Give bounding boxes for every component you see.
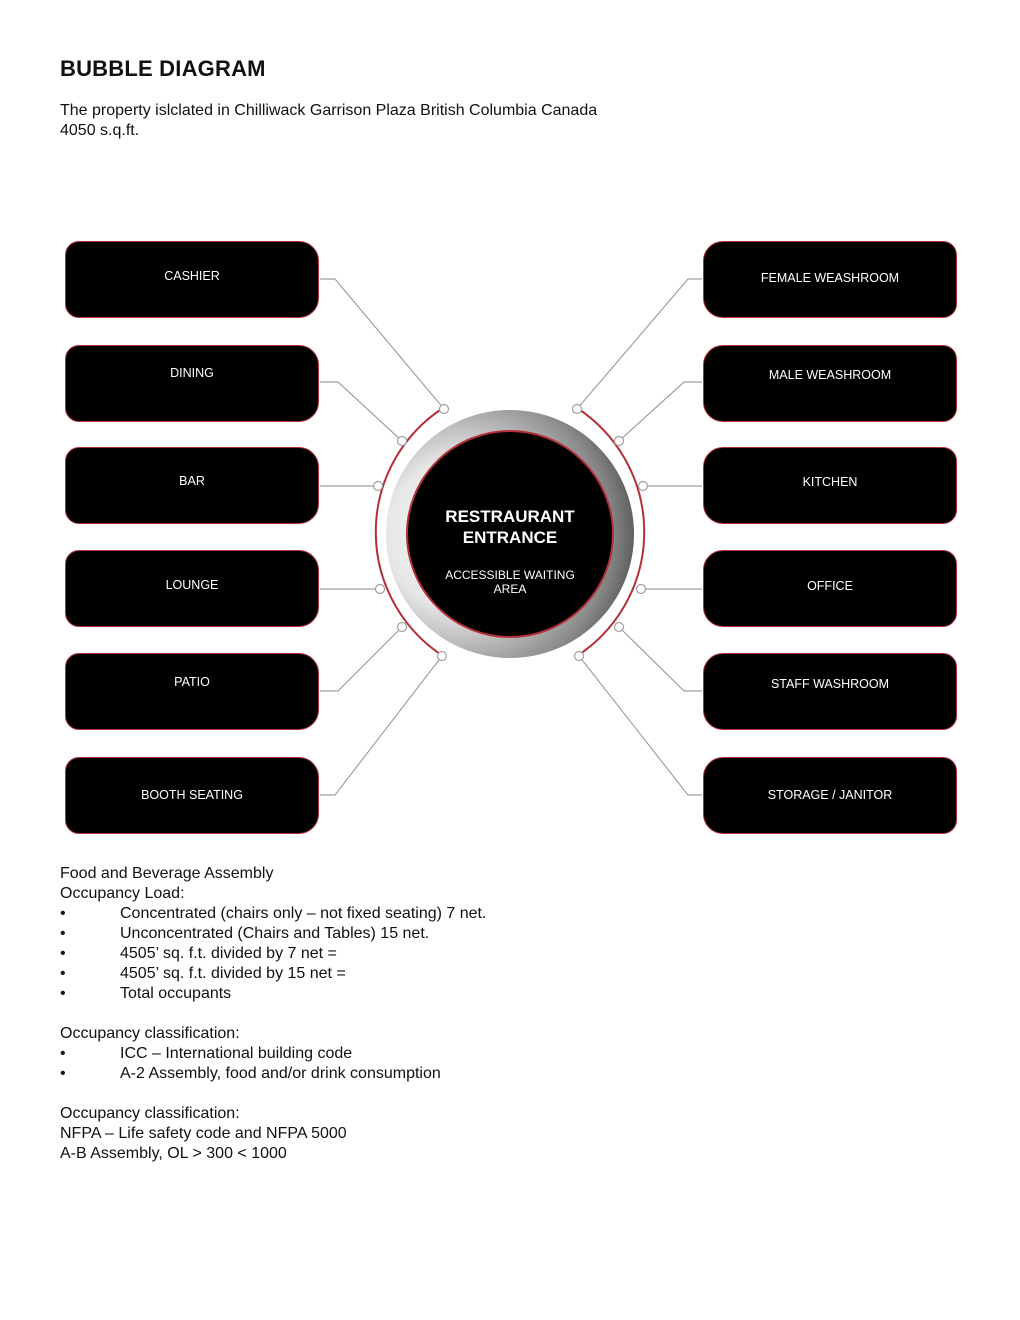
list-item-text: Unconcentrated (Chairs and Tables) 15 ne…	[120, 925, 430, 942]
connector-male-washroom	[618, 381, 702, 442]
space-label: STAFF WASHROOM	[770, 677, 890, 691]
hub-title: RESTRAURANT ENTRANCE	[408, 506, 612, 548]
space-label: MALE WEASHROOM	[768, 368, 892, 382]
connector-female-washroom	[576, 278, 702, 410]
bullet: •	[60, 905, 66, 922]
space-label: BOOTH SEATING	[141, 788, 243, 802]
list-item: • 4505’ sq. f.t. divided by 15 net =	[60, 964, 486, 984]
list-item-text: Concentrated (chairs only – not fixed se…	[120, 905, 487, 922]
space-box-office: OFFICE	[703, 550, 957, 627]
connector-dining	[320, 381, 403, 442]
classification-heading: Occupancy classification:	[60, 1105, 240, 1122]
right-arc	[576, 407, 646, 657]
list-item: • Unconcentrated (Chairs and Tables) 15 n…	[60, 924, 486, 944]
space-label: FEMALE WEASHROOM	[760, 271, 900, 285]
space-box-booth-seating: BOOTH SEATING	[65, 757, 319, 834]
node-lounge	[374, 583, 386, 595]
connector-booth-seating	[320, 655, 443, 796]
list-item: • A-2 Assembly, food and/or drink consump…	[60, 1064, 486, 1084]
space-label: PATIO	[174, 675, 210, 689]
connector-staff-washroom	[618, 626, 702, 692]
node-patio	[396, 621, 408, 633]
occupancy-load-heading: Occupancy Load:	[60, 885, 185, 902]
intro-area: 4050 s.q.ft.	[60, 122, 140, 139]
node-kitchen	[637, 480, 649, 492]
space-box-lounge: LOUNGE	[65, 550, 319, 627]
node-dining	[396, 435, 408, 447]
space-label: OFFICE	[807, 579, 853, 593]
bullet: •	[60, 1045, 66, 1062]
space-box-storage-janitor: STORAGE / JANITOR	[703, 757, 957, 834]
space-box-cashier: CASHIER	[65, 241, 319, 318]
hub-subtitle-line2: AREA	[493, 582, 527, 596]
list-item: • Concentrated (chairs only – not fixed s…	[60, 904, 486, 924]
node-bar	[372, 480, 384, 492]
space-box-staff-washroom: STAFF WASHROOM	[703, 653, 957, 730]
node-office	[635, 583, 647, 595]
bullet: •	[60, 1065, 66, 1082]
space-label: STORAGE / JANITOR	[767, 788, 893, 802]
bullet: •	[60, 965, 66, 982]
list-item-text: Total occupants	[120, 985, 232, 1002]
hub-title-line2: ENTRANCE	[462, 528, 558, 547]
space-box-patio: PATIO	[65, 653, 319, 730]
connector-storage-janitor	[578, 655, 702, 796]
node-booth-seating	[436, 650, 448, 662]
list-item: • ICC – International building code	[60, 1044, 486, 1064]
hub-title-line1: RESTRAURANT	[445, 507, 575, 526]
node-staff-washroom	[613, 621, 625, 633]
bullet: •	[60, 945, 66, 962]
entrance-hub: RESTRAURANT ENTRANCE ACCESSIBLE WAITING …	[386, 410, 634, 658]
list-item-text: 4505’ sq. f.t. divided by 15 net =	[120, 965, 346, 982]
intro-text: The property islclated in Chilliwack Gar…	[60, 101, 597, 141]
list-item: • Total occupants	[60, 984, 486, 1004]
hub-subtitle: ACCESSIBLE WAITING AREA	[428, 568, 592, 596]
connector-patio	[320, 626, 403, 692]
space-box-kitchen: KITCHEN	[703, 447, 957, 524]
space-box-dining: DINING	[65, 345, 319, 422]
entrance-hub-core: RESTRAURANT ENTRANCE ACCESSIBLE WAITING …	[406, 430, 614, 638]
list-item: • 4505’ sq. f.t. divided by 7 net =	[60, 944, 486, 964]
space-box-bar: BAR	[65, 447, 319, 524]
space-box-female-washroom: FEMALE WEASHROOM	[703, 241, 957, 318]
list-item-text: A-2 Assembly, food and/or drink consumpt…	[120, 1065, 441, 1082]
connector-cashier	[320, 278, 445, 410]
node-male-washroom	[613, 435, 625, 447]
list-item-text: ICC – International building code	[120, 1045, 353, 1062]
left-arc	[374, 407, 444, 657]
node-storage-janitor	[573, 650, 585, 662]
hub-subtitle-line1: ACCESSIBLE WAITING	[445, 568, 575, 582]
space-label: CASHIER	[164, 269, 220, 283]
node-cashier	[438, 403, 450, 415]
space-box-male-washroom: MALE WEASHROOM	[703, 345, 957, 422]
space-label: LOUNGE	[165, 578, 219, 592]
nfpa-line: NFPA – Life safety code and NFPA 5000	[60, 1125, 347, 1142]
intro-location: The property islclated in Chilliwack Gar…	[60, 102, 598, 119]
node-female-washroom	[571, 403, 583, 415]
occupancy-notes: Food and Beverage Assembly Occupancy Loa…	[60, 864, 486, 1164]
bullet: •	[60, 925, 66, 942]
space-label: KITCHEN	[802, 475, 858, 489]
space-label: DINING	[170, 366, 214, 380]
bullet: •	[60, 985, 66, 1002]
assembly-line: A-B Assembly, OL > 300 < 1000	[60, 1145, 287, 1162]
space-label: BAR	[179, 474, 205, 488]
diagram-title: BUBBLE DIAGRAM	[60, 56, 266, 81]
notes-heading: Food and Beverage Assembly	[60, 865, 274, 882]
list-item-text: 4505’ sq. f.t. divided by 7 net =	[120, 945, 337, 962]
classification-heading: Occupancy classification:	[60, 1025, 240, 1042]
